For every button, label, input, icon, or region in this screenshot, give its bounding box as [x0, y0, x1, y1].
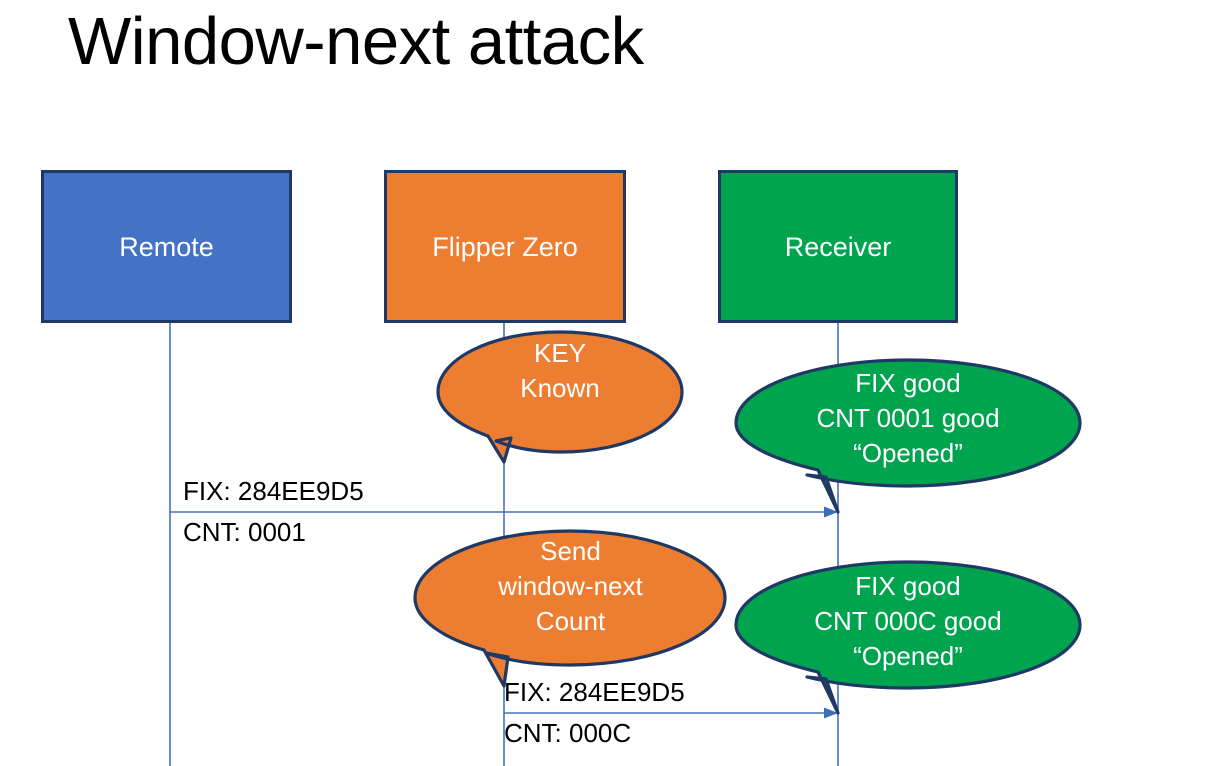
message-arrow-remote-to-receiver	[170, 506, 838, 518]
callout-send-window-next	[413, 529, 727, 688]
actor-label-remote: Remote	[119, 231, 214, 262]
page-title: Window-next attack	[68, 4, 644, 79]
actor-label-receiver: Receiver	[784, 231, 892, 262]
callout-key-known	[436, 330, 684, 464]
actor-box-flipper[interactable]: Flipper Zero	[384, 170, 626, 323]
actor-box-remote[interactable]: Remote	[41, 170, 292, 323]
message-label-cnt-2: CNT: 000C	[504, 718, 632, 748]
message-arrow-flipper-to-receiver	[504, 707, 838, 719]
message-label-fix-2: FIX: 284EE9D5	[504, 677, 685, 707]
actor-label-flipper: Flipper Zero	[432, 231, 578, 262]
callout-receiver-second-packet	[734, 560, 1082, 715]
callout-receiver-first-packet	[734, 358, 1082, 514]
message-label-cnt-1: CNT: 0001	[183, 517, 306, 547]
message-label-fix-1: FIX: 284EE9D5	[183, 476, 364, 506]
actor-box-receiver[interactable]: Receiver	[718, 170, 958, 323]
